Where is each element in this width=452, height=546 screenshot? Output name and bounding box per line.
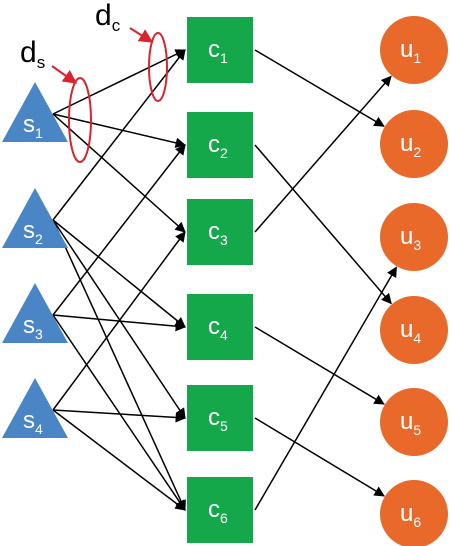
- source-node-s4: s4: [2, 378, 68, 438]
- square-shape: [187, 477, 253, 543]
- square-shape: [187, 199, 253, 265]
- cache-node-c1: c1: [187, 17, 253, 83]
- edge-c5-u6: [254, 417, 385, 497]
- user-u4-label: u4: [400, 316, 421, 346]
- dc-pointer-arrow: [129, 27, 154, 43]
- edge-s4-c3: [52, 231, 186, 411]
- source-node-s2: s2: [2, 188, 68, 248]
- user-u1-label: u1: [400, 36, 421, 66]
- source-s4-label: s4: [23, 407, 43, 437]
- edge-s2-c5: [52, 219, 186, 419]
- user-node-u5: u5: [380, 388, 448, 456]
- user-node-u1: u1: [380, 16, 448, 84]
- ds-label-base: d: [20, 36, 37, 69]
- source-s1-label: s1: [23, 111, 43, 141]
- square-shape: [187, 17, 253, 83]
- dc-label: dc: [95, 0, 121, 35]
- source-node-s3: s3: [2, 283, 68, 343]
- edge-s4-c6: [52, 409, 186, 511]
- source-s2-label: s2: [23, 217, 43, 247]
- user-node-u3: u3: [380, 203, 448, 271]
- cache-c6-label: c6: [208, 496, 228, 526]
- circle-shape: [380, 480, 448, 546]
- triangle-shape: [2, 188, 68, 248]
- cache-c4-label: c4: [208, 313, 228, 343]
- dc-ellipse: [148, 32, 168, 102]
- cache-c2-label: c2: [208, 131, 228, 161]
- edge-s1-c2: [52, 113, 187, 148]
- user-node-u4: u4: [380, 296, 448, 364]
- cache-c5-label: c5: [208, 404, 228, 434]
- cache-node-c2: c2: [187, 112, 253, 178]
- triangle-shape: [2, 283, 68, 343]
- nodes-layer: s1 s2 s3 s4 c1 c2 c3 c4 c5 c6 u1 u2 u3 u4 u5 u6: [2, 16, 448, 546]
- ds-label-sub: s: [37, 53, 46, 72]
- circle-shape: [380, 16, 448, 84]
- edges-layer: [52, 49, 398, 511]
- ds-label: ds: [20, 36, 45, 72]
- square-shape: [187, 112, 253, 178]
- cache-node-c5: c5: [187, 385, 253, 451]
- cache-c1-label: c1: [208, 36, 228, 66]
- triangle-shape: [2, 378, 68, 438]
- square-shape: [187, 294, 253, 360]
- circle-shape: [380, 296, 448, 364]
- user-node-u6: u6: [380, 480, 448, 546]
- dc-label-sub: c: [112, 16, 121, 35]
- ds-ellipse: [68, 77, 92, 163]
- edge-c2-u4: [254, 144, 392, 305]
- edge-s1-c1: [52, 49, 186, 115]
- edge-s1-c3: [52, 113, 186, 233]
- edge-s3-c2: [52, 144, 186, 316]
- source-s3-label: s3: [23, 312, 43, 342]
- user-u3-label: u3: [400, 223, 421, 253]
- edge-s4-c5: [52, 409, 187, 423]
- edge-s3-c6: [52, 314, 186, 511]
- ds-pointer-arrow: [51, 65, 78, 84]
- cache-node-c3: c3: [187, 199, 253, 265]
- triangle-shape: [2, 82, 68, 142]
- user-u5-label: u5: [400, 408, 421, 438]
- edge-c6-u3: [254, 266, 398, 511]
- circle-shape: [380, 110, 448, 178]
- dc-label-base: d: [95, 0, 112, 32]
- edge-s2-c6: [52, 219, 186, 511]
- edge-s2-c1: [52, 49, 186, 221]
- user-u6-label: u6: [400, 500, 421, 530]
- edge-s2-c4: [52, 219, 186, 328]
- circle-shape: [380, 203, 448, 271]
- edge-c1-u2: [254, 49, 385, 127]
- square-shape: [187, 385, 253, 451]
- user-node-u2: u2: [380, 110, 448, 178]
- cache-node-c6: c6: [187, 477, 253, 543]
- cache-node-c4: c4: [187, 294, 253, 360]
- edge-c4-u5: [254, 326, 385, 405]
- circle-shape: [380, 388, 448, 456]
- annotation-layer: ds dc: [20, 0, 168, 163]
- user-u2-label: u2: [400, 130, 421, 160]
- source-node-s1: s1: [2, 82, 68, 142]
- cache-c3-label: c3: [208, 218, 228, 248]
- edge-c3-u1: [254, 75, 392, 233]
